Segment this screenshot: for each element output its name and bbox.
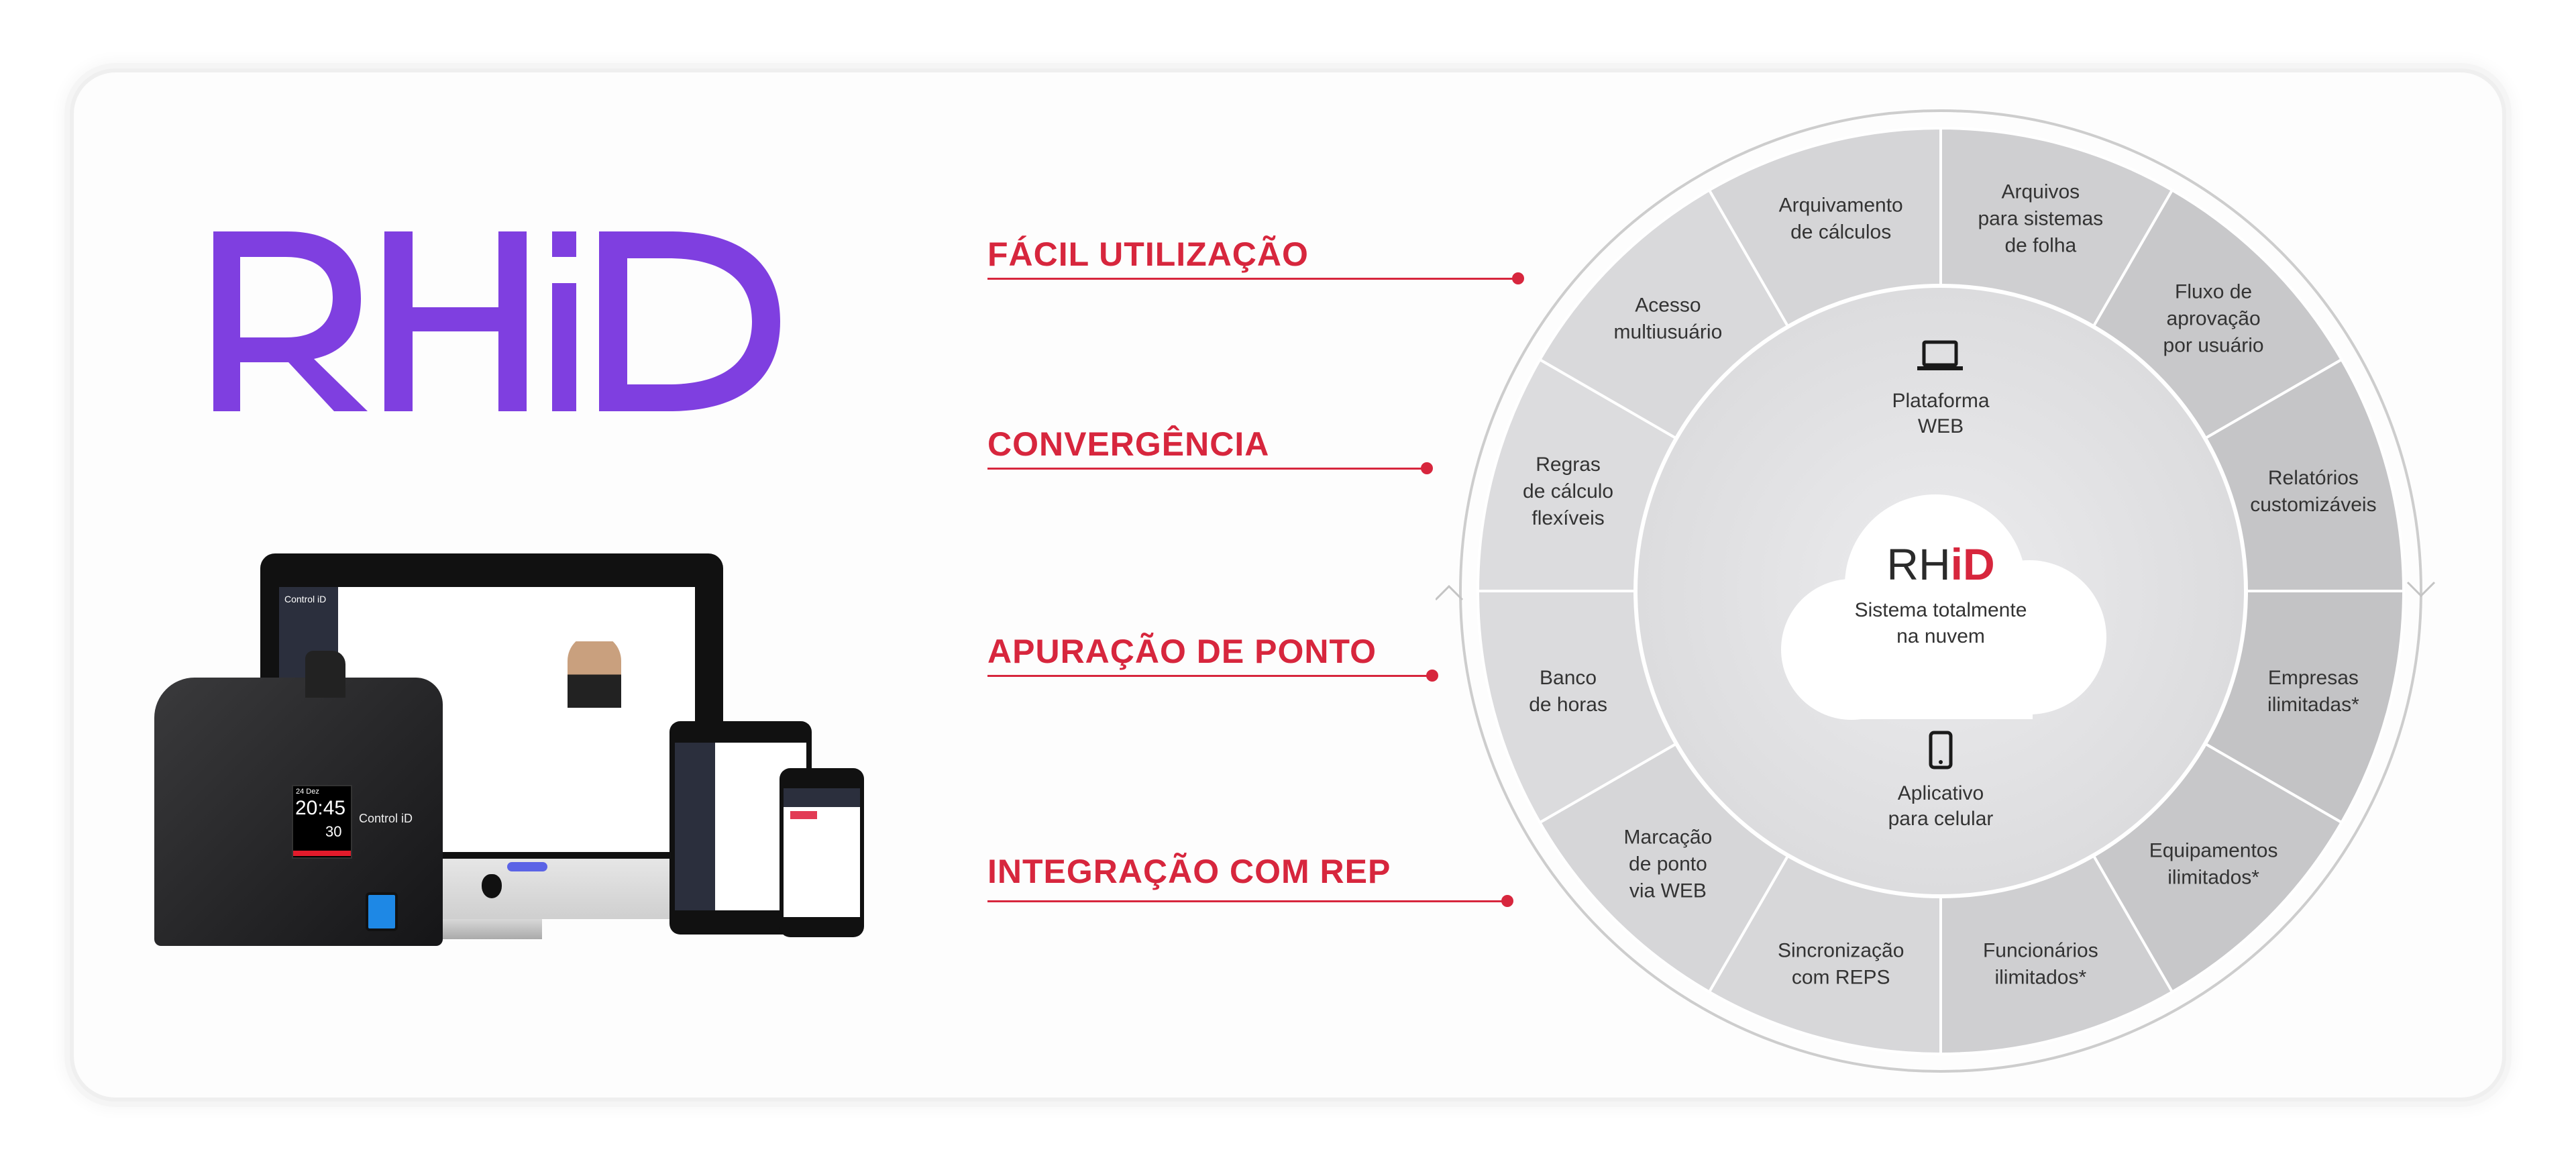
wheel-segment-label: Funcionários bbox=[1983, 939, 2098, 961]
fingerprint-reader bbox=[366, 892, 398, 931]
logo-part-red: iD bbox=[1951, 539, 1995, 589]
wheel-segment-label: de folha bbox=[2004, 235, 2076, 257]
wheel-segment-label: Acesso bbox=[1635, 294, 1701, 316]
feature-label: CONVERGÊNCIA bbox=[987, 425, 1270, 463]
wheel-segment-label: de horas bbox=[1529, 694, 1607, 716]
clock-seconds: 30 bbox=[325, 823, 342, 840]
feature-connector-line bbox=[987, 675, 1432, 677]
wheel-segment-label: Relatórios bbox=[2268, 467, 2359, 489]
wheel-segment-label: ilimitadas* bbox=[2267, 694, 2359, 716]
wheel-segment-label: de cálculos bbox=[1790, 221, 1891, 244]
feature-label: INTEGRAÇÃO COM REP bbox=[987, 853, 1391, 890]
wheel-segment-label: Regras bbox=[1536, 454, 1601, 476]
arrow-up-icon bbox=[1436, 584, 1464, 601]
rep-brand: Control iD bbox=[359, 812, 413, 825]
wheel-segment-label: ilimitados* bbox=[2167, 867, 2259, 889]
clock-date: 24 Dez bbox=[296, 788, 319, 796]
wheel-segment-label: para sistemas bbox=[1978, 208, 2103, 230]
wheel-segment-label: Sincronização bbox=[1778, 939, 1904, 961]
cloud-caption: na nuvem bbox=[1896, 625, 1985, 647]
rhid-logo bbox=[213, 231, 780, 411]
feature-connector-dot bbox=[1426, 670, 1438, 682]
rep-display: 24 Dez 20:45 30 bbox=[292, 785, 352, 859]
wheel-segment-label: flexíveis bbox=[1532, 507, 1604, 529]
feature-connector-line bbox=[987, 278, 1517, 280]
wheel-segment-label: ilimitados* bbox=[1994, 966, 2086, 988]
laptop-icon bbox=[1917, 340, 1963, 370]
tablet bbox=[669, 721, 812, 935]
wheel-segment-label: Arquivos bbox=[2001, 181, 2080, 203]
smartphone bbox=[780, 768, 864, 937]
smartphone-icon bbox=[1929, 731, 1953, 769]
wheel-segment-label: aprovação bbox=[2167, 307, 2261, 329]
mobile-app-label: Aplicativo bbox=[1898, 782, 1984, 804]
clock-time: 20:45 bbox=[295, 797, 346, 819]
rep-time-clock: 24 Dez 20:45 30 Control iD bbox=[154, 651, 443, 946]
wheel-segment-label: Arquivamento bbox=[1779, 195, 1903, 217]
wheel-segment-label: Equipamentos bbox=[2149, 840, 2278, 862]
wheel-segment-label: Empresas bbox=[2268, 667, 2359, 689]
wheel-segment-label: via WEB bbox=[1629, 880, 1707, 902]
web-platform-label: WEB bbox=[1918, 415, 1964, 437]
feature-connector-dot bbox=[1512, 272, 1524, 284]
wheel-segment-label: de cálculo bbox=[1523, 480, 1613, 502]
wheel-segment-label: por usuário bbox=[2163, 334, 2264, 356]
wheel-segment-label: com REPS bbox=[1792, 966, 1890, 988]
feature-connector-dot bbox=[1421, 462, 1433, 474]
logo-part-dark: RH bbox=[1886, 539, 1950, 589]
cycle-ring bbox=[1459, 109, 2422, 1073]
employee-photo bbox=[568, 634, 621, 708]
feature-connector-line bbox=[987, 900, 1507, 902]
wheel-segment-label: multiusuário bbox=[1614, 321, 1723, 343]
feature-label: APURAÇÃO DE PONTO bbox=[987, 633, 1377, 670]
wheel-segment-label: Marcação bbox=[1624, 827, 1713, 849]
app-brand: Control iD bbox=[284, 594, 327, 604]
arrow-down-icon bbox=[2406, 581, 2436, 598]
wheel-segment-label: Banco bbox=[1540, 667, 1597, 689]
cloud-icon bbox=[1781, 494, 2106, 720]
devices-illustration: Control iD 24 Dez 20:45 30 Control iD bbox=[148, 530, 885, 946]
wheel-segment-label: Fluxo de bbox=[2175, 280, 2252, 303]
apple-logo-icon bbox=[482, 874, 502, 898]
feature-connector-dot bbox=[1501, 895, 1513, 907]
rhid-cloud-logo: RHiD bbox=[1886, 539, 1994, 589]
feature-connector-line bbox=[987, 468, 1426, 470]
wheel-segment-label: customizáveis bbox=[2250, 494, 2376, 516]
cloud-caption: Sistema totalmente bbox=[1855, 599, 2027, 621]
feature-label: FÁCIL UTILIZAÇÃO bbox=[987, 235, 1309, 273]
mobile-app-label: para celular bbox=[1888, 808, 1994, 830]
web-platform-label: Plataforma bbox=[1892, 390, 1989, 412]
wheel-segment-label: de ponto bbox=[1629, 853, 1707, 875]
